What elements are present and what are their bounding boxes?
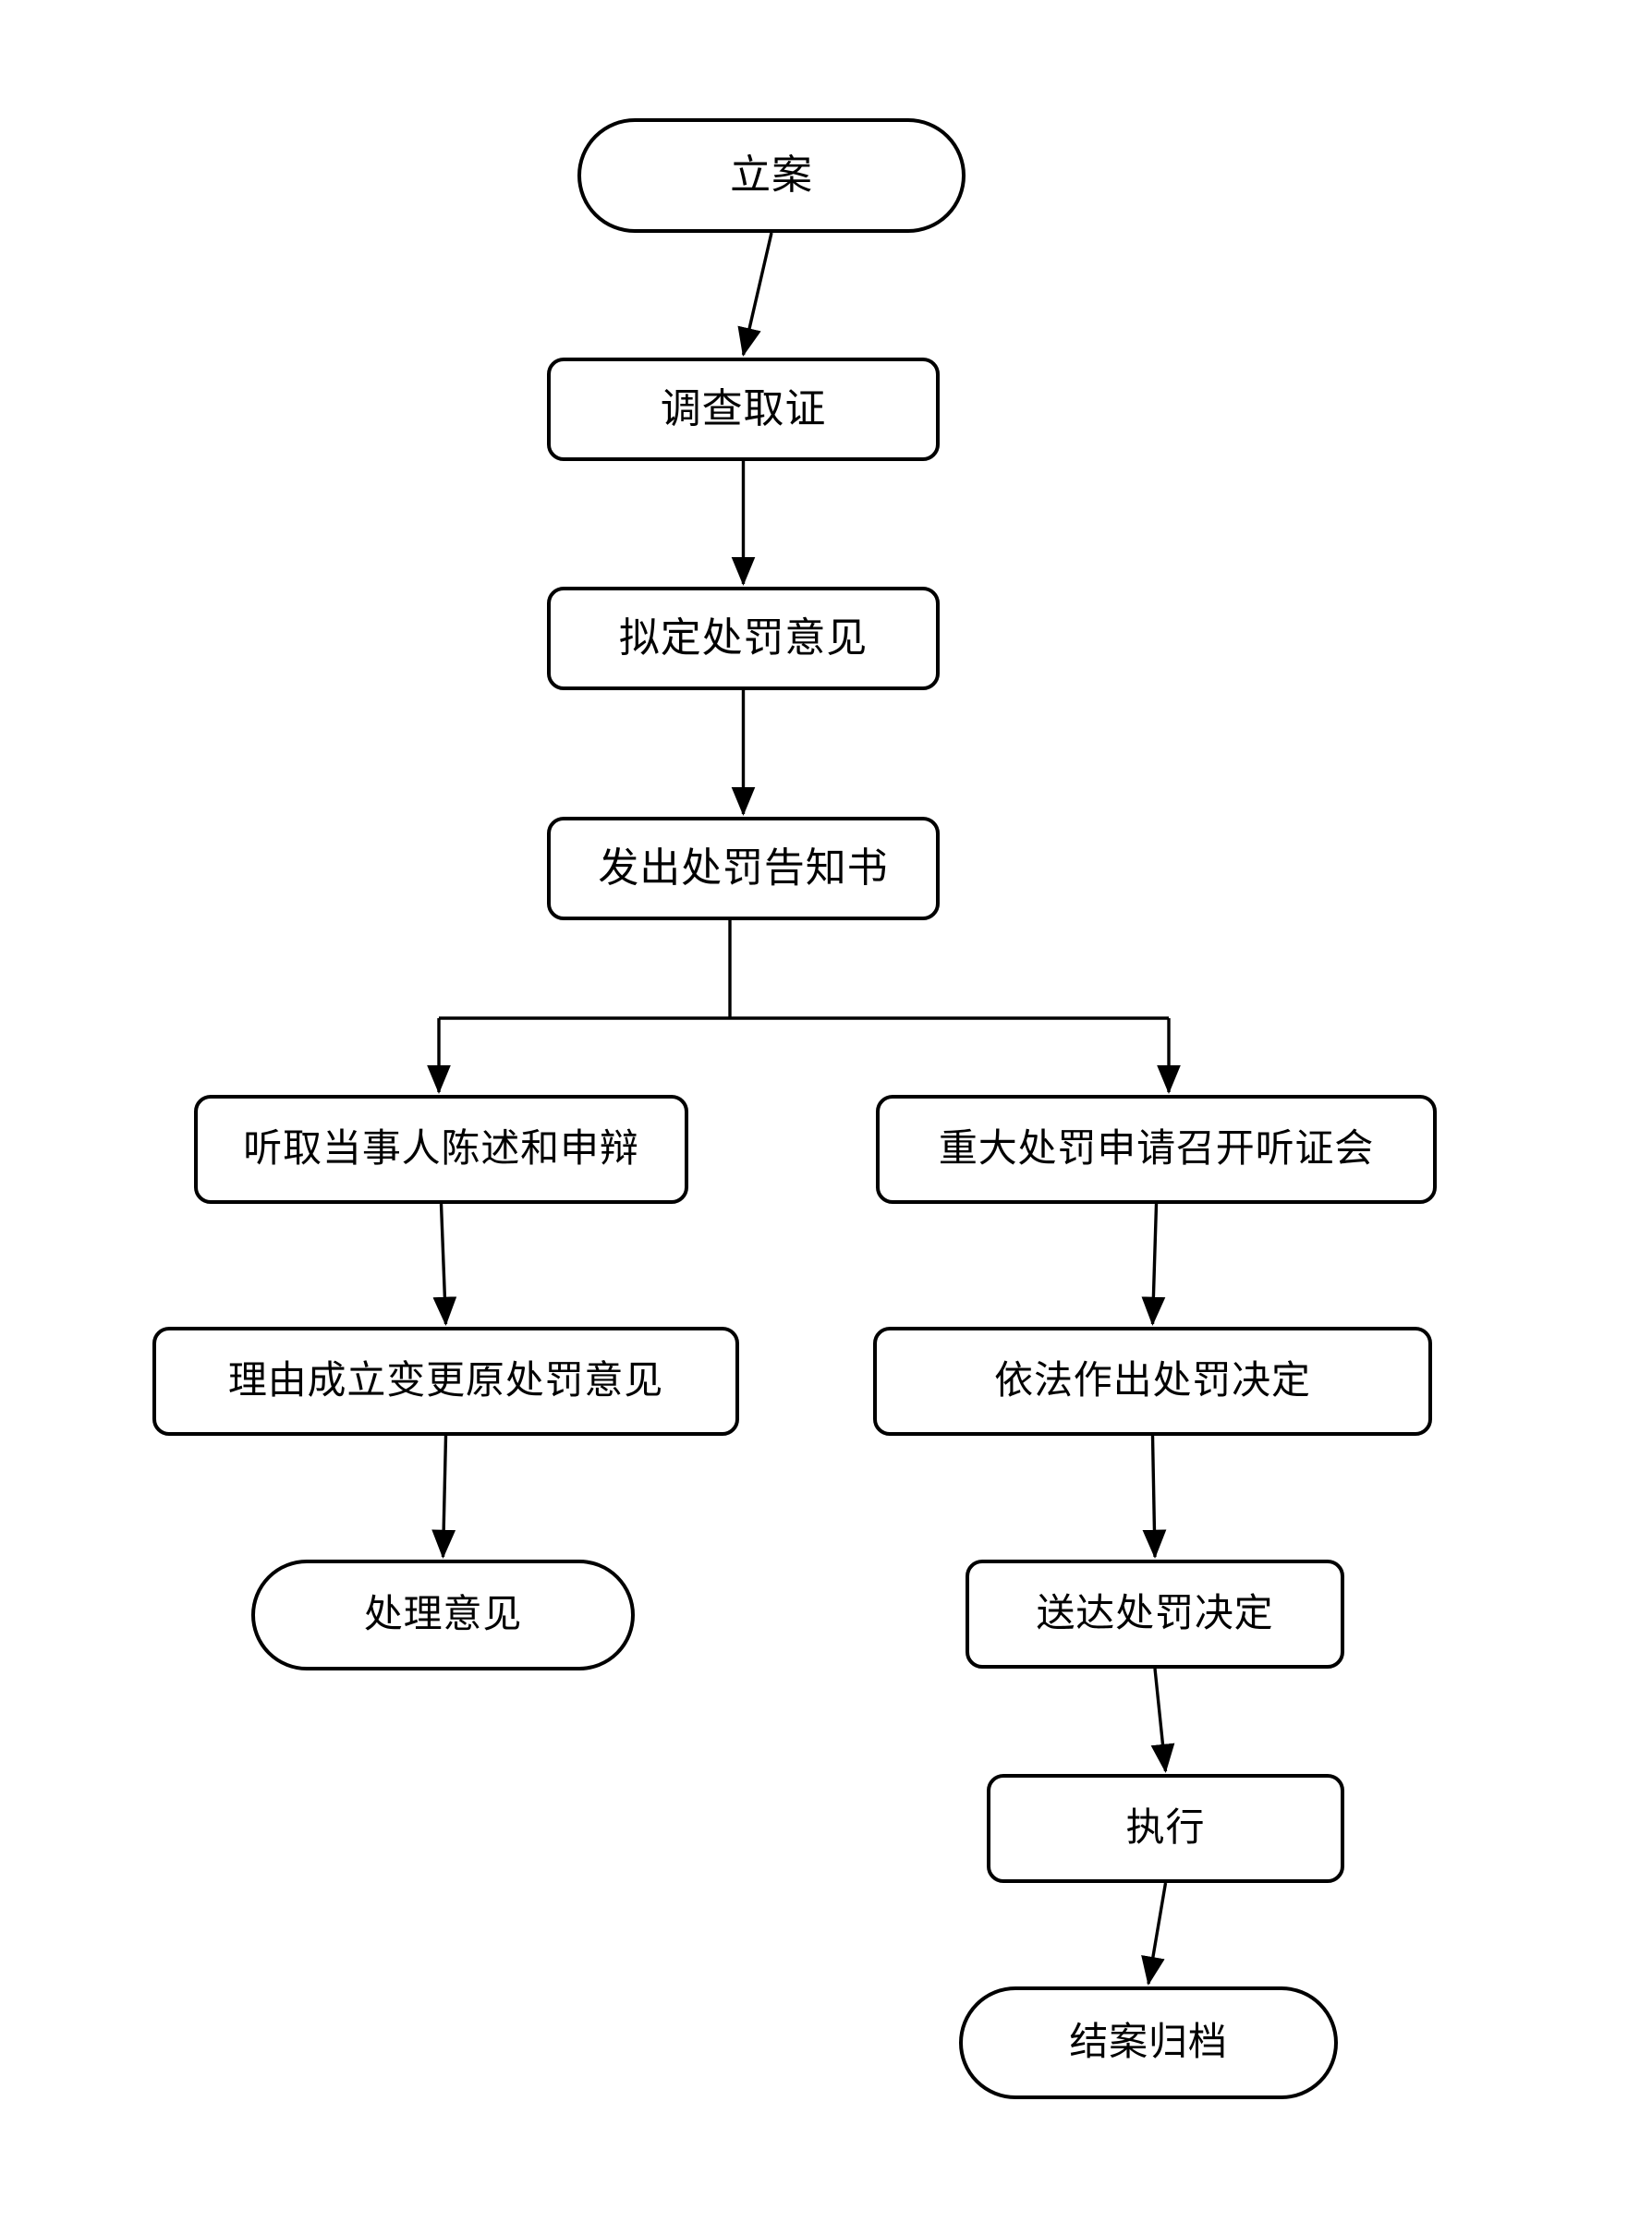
- flow-node-n6[interactable]: 重大处罚申请召开听证会: [876, 1095, 1437, 1204]
- flow-node-label: 送达处罚决定: [1036, 1592, 1274, 1635]
- flow-edge-n6-to-n8: [1141, 1203, 1166, 1327]
- flow-node-label: 调查取证: [660, 385, 827, 431]
- flow-node-n12[interactable]: 结案归档: [959, 1986, 1338, 2099]
- flow-edge-n8-to-n10: [1142, 1435, 1167, 1560]
- flow-edge-n5-to-n7: [432, 1203, 457, 1327]
- flow-node-label: 发出处罚告知书: [598, 844, 889, 891]
- flow-edge-n10-to-n11: [1150, 1668, 1175, 1774]
- flow-node-label: 听取当事人陈述和申辩: [243, 1127, 639, 1171]
- flow-node-label: 重大处罚申请召开听证会: [938, 1127, 1375, 1171]
- flow-node-n4[interactable]: 发出处罚告知书: [547, 817, 940, 920]
- flow-node-n7[interactable]: 理由成立变更原处罚意见: [152, 1327, 739, 1436]
- flow-node-label: 拟定处罚意见: [618, 614, 869, 661]
- flow-node-n5[interactable]: 听取当事人陈述和申辩: [194, 1095, 688, 1204]
- flow-edge-n7-to-n9: [431, 1435, 456, 1560]
- flow-node-n11[interactable]: 执行: [987, 1774, 1344, 1883]
- flow-edge-n1-to-n2: [737, 232, 773, 357]
- flow-node-n1[interactable]: 立案: [577, 118, 966, 233]
- flow-node-n10[interactable]: 送达处罚决定: [966, 1560, 1344, 1669]
- flow-node-label: 立案: [730, 152, 813, 198]
- flow-node-n9[interactable]: 处理意见: [251, 1560, 635, 1670]
- flow-node-label: 结案归档: [1069, 2021, 1228, 2064]
- flow-node-label: 处理意见: [363, 1593, 523, 1636]
- flow-node-label: 依法作出处罚决定: [994, 1359, 1311, 1403]
- flow-node-n2[interactable]: 调查取证: [547, 358, 940, 461]
- flow-node-label: 理由成立变更原处罚意见: [227, 1359, 664, 1403]
- flow-node-n8[interactable]: 依法作出处罚决定: [873, 1327, 1432, 1436]
- flow-edge-n11-to-n12: [1141, 1882, 1168, 1986]
- flow-node-label: 执行: [1125, 1806, 1206, 1850]
- flow-node-n3[interactable]: 拟定处罚意见: [547, 587, 940, 690]
